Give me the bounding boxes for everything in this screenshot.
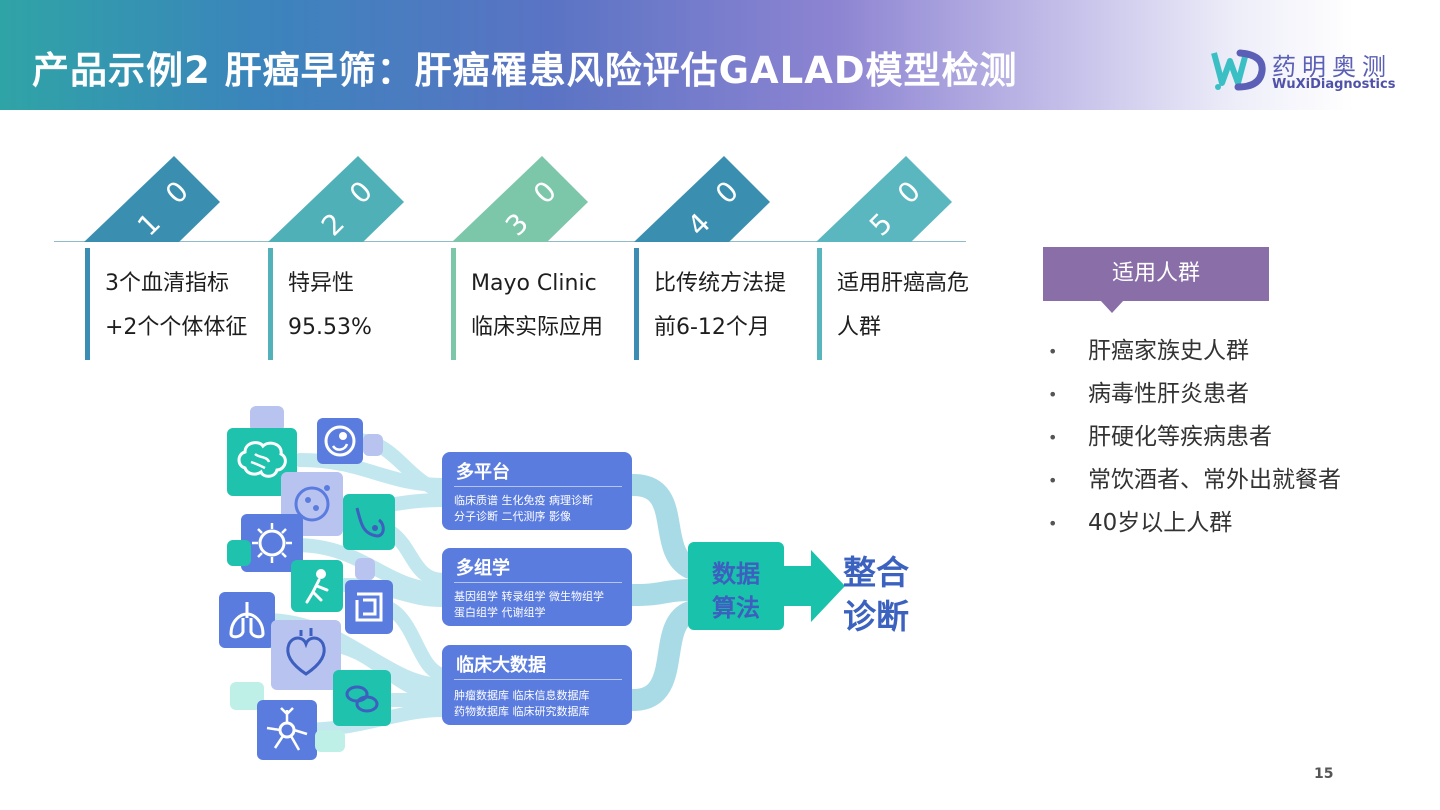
neuron-icon xyxy=(257,700,317,760)
deco-tile xyxy=(355,558,375,580)
final-line-1: 整合 xyxy=(843,553,909,592)
deco-tile xyxy=(250,406,284,432)
feature-4-text: 比传统方法提 前6-12个月 xyxy=(654,262,786,350)
wd-logo-icon xyxy=(1210,49,1266,91)
list-item: • 肝癌家族史人群 xyxy=(1048,330,1341,373)
target-population-heading: 适用人群 xyxy=(1043,247,1269,301)
list-item-text: 40岁以上人群 xyxy=(1088,510,1233,536)
tab-05: 0 5 xyxy=(816,156,1016,242)
group-line-2: 分子诊断 二代测序 影像 xyxy=(454,510,571,523)
list-item: • 肝硬化等疾病患者 xyxy=(1048,416,1341,459)
page-number: 15 xyxy=(1314,766,1334,782)
header-band xyxy=(0,0,1440,110)
company-logo: 药明奥测 WuXiDiagnostics xyxy=(1210,45,1410,97)
feature-3-text: Mayo Clinic 临床实际应用 xyxy=(471,262,603,350)
tab-01-shape xyxy=(84,156,220,242)
tab-02-shape xyxy=(268,156,404,242)
group-divider xyxy=(454,486,622,487)
logo-name-en: WuXiDiagnostics xyxy=(1272,77,1396,92)
feature-5-line1: 适用肝癌高危 xyxy=(837,271,970,296)
algo-line-2: 算法 xyxy=(712,594,760,622)
tab-03-shape xyxy=(452,156,588,242)
tab-03: 0 3 xyxy=(452,156,652,242)
group-divider xyxy=(454,679,622,680)
logo-name-cn: 药明奥测 xyxy=(1272,53,1392,81)
tab-02: 0 2 xyxy=(268,156,468,242)
tab-04-shape xyxy=(634,156,770,242)
feature-2-line1: 特异性 xyxy=(288,271,355,296)
feature-1-line2: +2个个体体征 xyxy=(105,315,248,340)
tab-05-shape xyxy=(816,156,952,242)
feature-3-line1: Mayo Clinic xyxy=(471,271,597,296)
feature-5-line2: 人群 xyxy=(837,315,882,340)
group-line-2: 药物数据库 临床研究数据库 xyxy=(454,705,590,718)
bullet-icon: • xyxy=(1048,471,1058,490)
algo-line-1: 数据 xyxy=(712,560,760,588)
feature-1-bar xyxy=(85,248,90,360)
group-multi-omics: 多组学 基因组学 转录组学 微生物组学 蛋白组学 代谢组学 xyxy=(442,548,632,626)
feature-1-line1: 3个血清指标 xyxy=(105,271,229,296)
feature-3-bar xyxy=(451,248,456,360)
deco-tile xyxy=(227,540,251,566)
feature-4-line2: 前6-12个月 xyxy=(654,315,770,340)
feature-2-line2: 95.53% xyxy=(288,315,372,340)
red-blood-cells-icon xyxy=(333,670,391,726)
group-clinical-big-data: 临床大数据 肿瘤数据库 临床信息数据库 药物数据库 临床研究数据库 xyxy=(442,645,632,725)
fetus-icon xyxy=(317,418,363,464)
deco-tile xyxy=(363,434,383,456)
group-title: 多平台 xyxy=(456,462,510,483)
tab-04: 0 4 xyxy=(634,156,834,242)
target-heading-pointer xyxy=(1100,300,1124,313)
feature-2-text: 特异性 95.53% xyxy=(288,262,372,350)
feature-3-line2: 临床实际应用 xyxy=(471,315,604,340)
arrow-right-icon xyxy=(784,550,845,622)
group-title: 临床大数据 xyxy=(456,655,546,676)
target-population-list: • 肝癌家族史人群 • 病毒性肝炎患者 • 肝硬化等疾病患者 • 常饮酒者、常外出就餐者… xyxy=(1048,330,1341,545)
page-title: 产品示例2 肝癌早筛：肝癌罹患风险评估GALAD模型检测 xyxy=(32,49,1018,92)
bullet-icon: • xyxy=(1048,514,1058,533)
group-multi-platform: 多平台 临床质谱 生化免疫 病理诊断 分子诊断 二代测序 影像 xyxy=(442,452,632,530)
breast-icon xyxy=(343,494,395,550)
group-divider xyxy=(454,582,622,583)
feature-4-line1: 比传统方法提 xyxy=(654,271,787,296)
final-line-2: 诊断 xyxy=(843,597,909,636)
deco-tile xyxy=(315,730,345,752)
group-title: 多组学 xyxy=(456,558,510,579)
group-line-1: 肿瘤数据库 临床信息数据库 xyxy=(454,689,590,702)
feature-5-text: 适用肝癌高危 人群 xyxy=(837,262,969,350)
feature-5-bar xyxy=(817,248,822,360)
bullet-icon: • xyxy=(1048,428,1058,447)
list-item-text: 肝癌家族史人群 xyxy=(1088,338,1249,364)
feature-4-bar xyxy=(634,248,639,360)
list-item: • 40岁以上人群 xyxy=(1048,502,1341,545)
list-item: • 常饮酒者、常外出就餐者 xyxy=(1048,459,1341,502)
list-item-text: 肝硬化等疾病患者 xyxy=(1088,424,1272,450)
data-integration-diagram: 多平台 临床质谱 生化免疫 病理诊断 分子诊断 二代测序 影像 多组学 基因组学… xyxy=(215,400,935,770)
feature-2-bar xyxy=(268,248,273,360)
tab-01: 0 1 xyxy=(84,156,284,242)
bullet-icon: • xyxy=(1048,342,1058,361)
intestine-icon xyxy=(345,580,393,634)
joint-icon xyxy=(291,560,343,612)
data-algorithm-box: 数据 算法 xyxy=(688,542,784,630)
heart-icon xyxy=(271,620,341,690)
list-item-text: 病毒性肝炎患者 xyxy=(1088,381,1249,407)
bullet-icon: • xyxy=(1048,385,1058,404)
group-line-1: 临床质谱 生化免疫 病理诊断 xyxy=(454,494,593,507)
feature-1-text: 3个血清指标 +2个个体体征 xyxy=(105,262,247,350)
list-item: • 病毒性肝炎患者 xyxy=(1048,373,1341,416)
group-line-2: 蛋白组学 代谢组学 xyxy=(454,606,546,619)
lungs-icon xyxy=(219,592,275,648)
list-item-text: 常饮酒者、常外出就餐者 xyxy=(1088,467,1341,493)
group-line-1: 基因组学 转录组学 微生物组学 xyxy=(454,590,604,603)
